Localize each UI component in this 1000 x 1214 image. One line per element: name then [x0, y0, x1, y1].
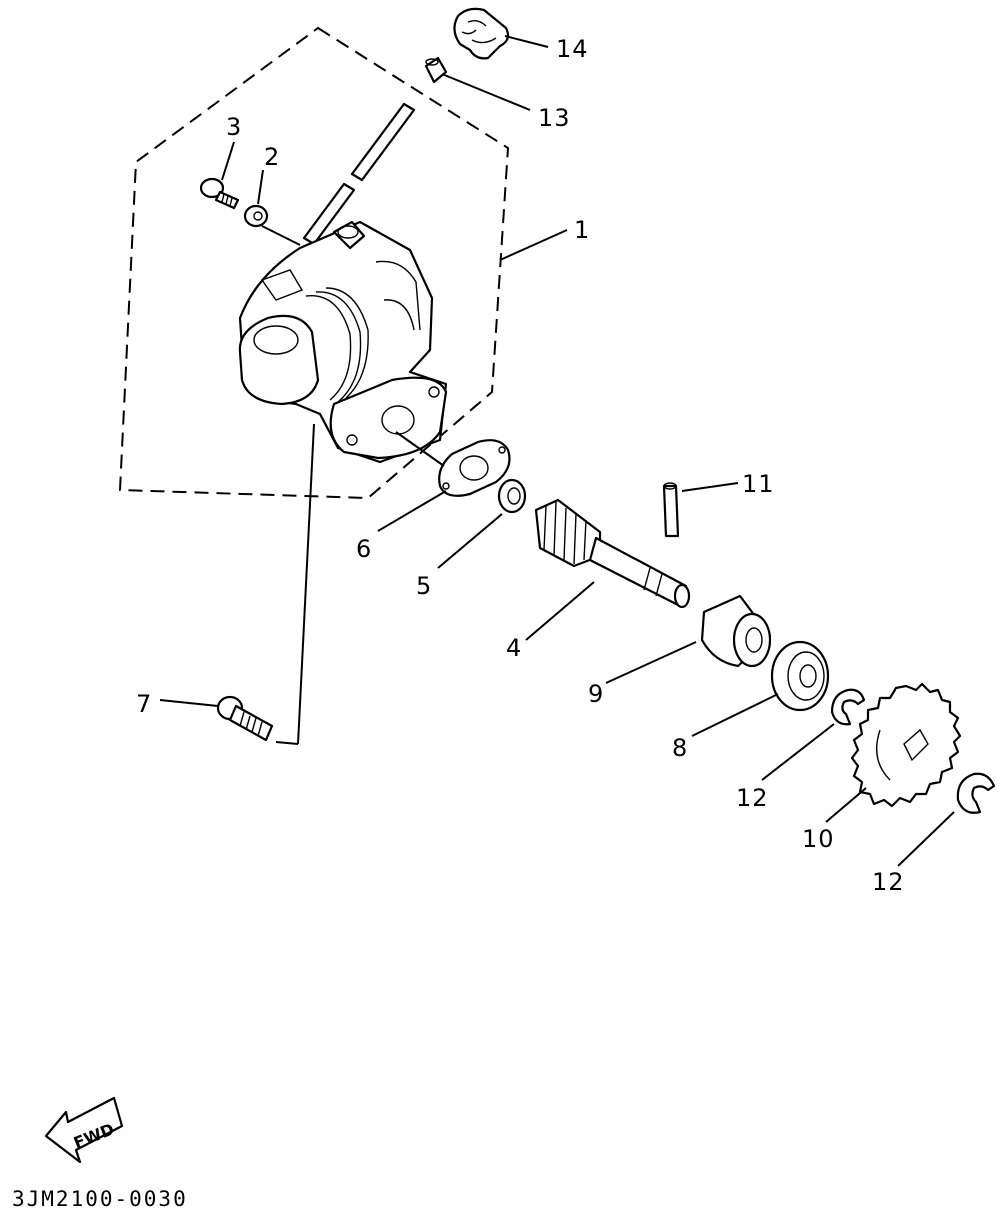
- part-10-gear: [850, 682, 962, 808]
- drawing-code: 3JM2100-0030: [12, 1187, 188, 1211]
- part-14-hose-clip: [453, 7, 510, 60]
- part-8-bearing: [770, 640, 830, 712]
- leader-lines: [159, 35, 955, 867]
- part-9-collar: [700, 594, 772, 668]
- part-1-oil-pump: [238, 220, 448, 464]
- callout-14: 14: [556, 35, 589, 63]
- callout-5: 5: [416, 572, 432, 600]
- part-12-circlip-a: [830, 688, 866, 726]
- callout-2: 2: [264, 143, 280, 171]
- part-3-screw: [199, 177, 240, 210]
- part-4-shaft: [534, 498, 691, 609]
- part-13-sleeve: [424, 56, 448, 84]
- part-6-gasket: [438, 439, 511, 497]
- callout-9: 9: [588, 680, 604, 708]
- callout-13: 13: [538, 104, 571, 132]
- callout-4: 4: [506, 634, 522, 662]
- part-2-washer: [243, 204, 269, 228]
- callout-8: 8: [672, 734, 688, 762]
- fwd-arrow-icon: FWD: [44, 1096, 124, 1164]
- part-7-bolt: [216, 695, 274, 742]
- callout-3: 3: [226, 113, 242, 141]
- callout-1: 1: [574, 216, 590, 244]
- callout-7: 7: [136, 690, 152, 718]
- callout-10: 10: [802, 825, 835, 853]
- callout-6: 6: [356, 535, 372, 563]
- callout-12-b: 12: [872, 868, 905, 896]
- part-5-oil-seal: [497, 478, 527, 514]
- part-11-pin: [662, 482, 680, 538]
- callout-11: 11: [742, 470, 775, 498]
- callout-12-a: 12: [736, 784, 769, 812]
- assembly-outline: [118, 26, 510, 500]
- part-12-circlip-b: [956, 772, 996, 814]
